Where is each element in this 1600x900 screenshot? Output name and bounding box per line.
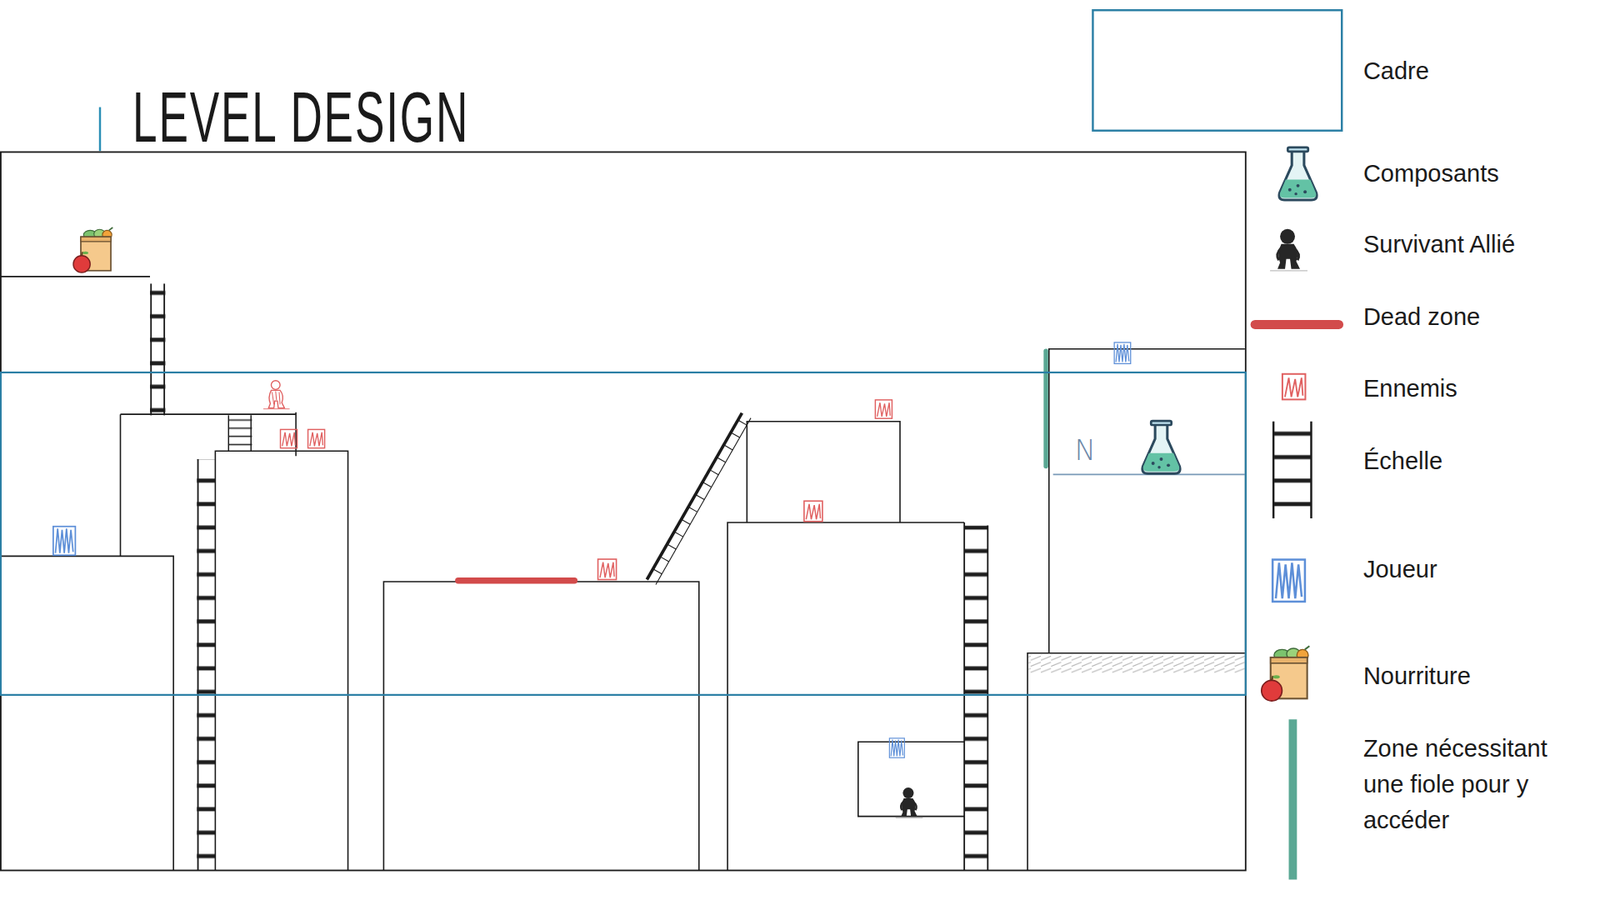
- ladder: [228, 415, 252, 451]
- vial-zone: [1043, 350, 1049, 466]
- legend-ladder: [1273, 421, 1311, 519]
- legend-vial-zone: [1289, 719, 1298, 880]
- dead-zone: [458, 577, 575, 584]
- ladder: [196, 459, 215, 870]
- enemy-marker: [875, 400, 892, 419]
- enemy-marker: [280, 429, 298, 448]
- player-marker: [53, 526, 76, 555]
- map-note: N: [1074, 435, 1095, 465]
- legend-label: Composants: [1363, 155, 1500, 192]
- enemy-marker: [308, 429, 325, 448]
- legend-player: [1272, 560, 1305, 602]
- legend-label: Ennemis: [1363, 370, 1458, 407]
- camera-frame: [0, 372, 1246, 695]
- legend-label: Dead zone: [1363, 299, 1480, 335]
- level-frame: [0, 151, 1246, 870]
- legend-label: Échelle: [1363, 443, 1443, 480]
- block-outline: [746, 421, 900, 523]
- enemy-marker: [804, 500, 823, 521]
- flask-icon: [1142, 420, 1180, 474]
- legend-survivor: [1270, 229, 1308, 271]
- player-marker: [1114, 342, 1131, 364]
- terrain: [0, 276, 1245, 871]
- ladder: [150, 283, 165, 415]
- block-outline: [383, 581, 699, 871]
- legend-label: Nourriture: [1363, 658, 1471, 695]
- food-icon: [73, 227, 113, 273]
- survivor-icon: [895, 787, 924, 818]
- title-accent: [99, 107, 101, 152]
- legend-food: [1261, 645, 1310, 701]
- legend-flask: [1279, 147, 1317, 200]
- block-outline: [1027, 653, 1245, 871]
- legend-label: Zone nécessitant une fiole pour y accéde…: [1363, 730, 1590, 839]
- legend-label: Survivant Allié: [1363, 226, 1515, 263]
- hatched-ground: [1028, 654, 1245, 674]
- page-title: LEVEL DESIGN: [132, 81, 470, 154]
- player-marker: [889, 738, 905, 758]
- platform-edge: [0, 275, 150, 278]
- legend-dead-zone: [1255, 320, 1339, 330]
- ladder: [646, 413, 751, 585]
- ladder: [964, 522, 988, 871]
- enemy-figure: [263, 380, 290, 410]
- enemy-marker: [598, 559, 617, 580]
- legend-label: Joueur: [1363, 551, 1438, 588]
- legend-enemy: [1282, 374, 1306, 400]
- block-outline: [0, 555, 174, 870]
- building-outline: [1049, 349, 1245, 654]
- platform-edge: [295, 412, 297, 457]
- block-outline: [215, 450, 348, 870]
- legend-label: Cadre: [1363, 53, 1430, 90]
- legend-frame-sample: [1092, 10, 1342, 130]
- block-outline: [727, 522, 965, 871]
